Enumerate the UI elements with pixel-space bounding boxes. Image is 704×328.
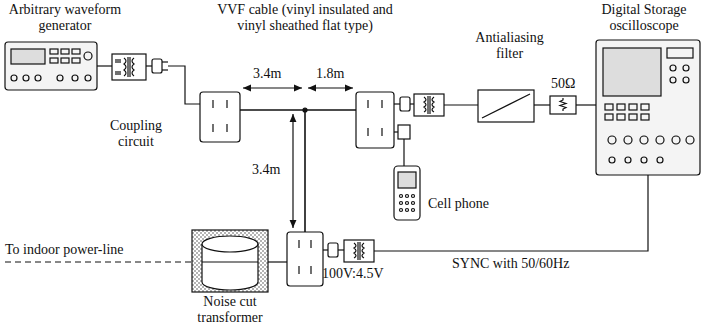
label-text: Coupling circuit xyxy=(96,118,176,150)
label-text: 50Ω xyxy=(551,76,575,92)
label-text: VVF cable (vinyl insulated and vinyl she… xyxy=(210,2,400,34)
label-text: Arbitrary waveform generator xyxy=(0,2,130,34)
label-text: Noise cut transformer xyxy=(180,294,280,326)
label-text: To indoor power-line xyxy=(5,242,124,258)
label-text: 3.4m xyxy=(252,162,280,178)
label-text: 100V:4.5V xyxy=(322,266,384,282)
label-text: Antialiasing filter xyxy=(462,30,557,62)
label-text: Digital Storage oscilloscope xyxy=(588,2,700,34)
label-text: 1.8m xyxy=(316,66,344,82)
label-text: SYNC with 50/60Hz xyxy=(452,256,569,272)
label-text: 3.4m xyxy=(253,66,281,82)
label-text: Cell phone xyxy=(428,196,489,212)
